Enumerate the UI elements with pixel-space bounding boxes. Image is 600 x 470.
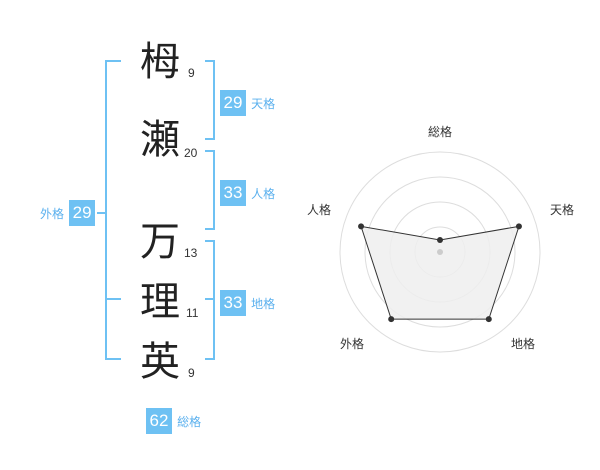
jinkaku-bracket-bottom — [205, 228, 215, 230]
gaikaku-bracket-vertical — [105, 60, 107, 360]
radar-point-gaikaku — [388, 316, 395, 323]
radar-axis-label-gaikaku: 外格 — [340, 337, 365, 351]
radar-ring — [414, 226, 466, 278]
stroke-count-2: 20 — [184, 146, 198, 160]
radar-point-tenkaku — [515, 223, 522, 230]
radar-axis-label-tenkaku: 天格 — [550, 203, 575, 217]
radar-ring — [389, 201, 491, 303]
chikaku-fortune: 33 地格 — [220, 290, 275, 316]
stroke-count-4: 11 — [186, 306, 199, 320]
radar-axis-label-jinkaku: 人格 — [307, 203, 332, 217]
radar-rings — [339, 151, 541, 353]
stroke-count-1: 9 — [188, 66, 195, 80]
tenkaku-value: 29 — [220, 90, 246, 116]
name-char-2: 瀬 — [140, 117, 180, 163]
gaikaku-bracket-tick — [97, 212, 105, 214]
tenkaku-bracket-top — [205, 60, 215, 62]
radar-axis-label-soukaku: 総格 — [428, 125, 453, 139]
tenkaku-bracket-vertical — [213, 60, 215, 140]
radar-ring — [364, 176, 516, 328]
radar-center-dot — [437, 249, 443, 255]
gaikaku-fortune: 外格 29 — [40, 200, 96, 226]
chikaku-label: 地格 — [251, 297, 276, 311]
gaikaku-bracket-top — [105, 60, 121, 62]
jinkaku-bracket-top — [205, 150, 215, 152]
jinkaku-fortune: 33 人格 — [220, 180, 275, 206]
name-char-5: 英 — [140, 339, 180, 385]
radar-points — [358, 223, 522, 323]
soukaku-label: 総格 — [177, 415, 202, 429]
radar-ring — [339, 151, 541, 353]
chikaku-bracket-bottom — [205, 358, 215, 360]
radar-area — [360, 225, 520, 320]
chikaku-bracket-top — [205, 240, 215, 242]
gaikaku-label: 外格 — [40, 207, 65, 221]
gaikaku-value: 29 — [69, 200, 96, 226]
tenkaku-fortune: 29 天格 — [220, 90, 275, 116]
stroke-count-5: 9 — [188, 366, 195, 380]
stroke-count-3: 13 — [184, 246, 198, 260]
chikaku-value: 33 — [220, 290, 246, 316]
radar-axis-label-chikaku: 地格 — [511, 337, 536, 351]
soukaku-value: 62 — [146, 408, 172, 434]
radar-point-chikaku — [485, 316, 492, 323]
chikaku-bracket-mid — [205, 298, 215, 300]
name-char-3: 万 — [140, 219, 180, 265]
jinkaku-bracket-vertical — [213, 150, 215, 230]
jinkaku-value: 33 — [220, 180, 246, 206]
gaikaku-bracket-mid — [105, 298, 121, 300]
name-char-1: 栂 — [140, 39, 180, 85]
radar-point-soukaku — [437, 237, 443, 243]
radar-polygon — [360, 225, 520, 320]
tenkaku-bracket-bottom — [205, 138, 215, 140]
gaikaku-bracket-bottom — [105, 358, 121, 360]
tenkaku-label: 天格 — [251, 97, 276, 111]
jinkaku-label: 人格 — [251, 187, 276, 201]
radar-point-jinkaku — [358, 223, 365, 230]
chikaku-bracket-vertical — [213, 240, 215, 360]
name-char-4: 理 — [140, 279, 180, 325]
soukaku-fortune: 62 総格 — [146, 408, 201, 434]
